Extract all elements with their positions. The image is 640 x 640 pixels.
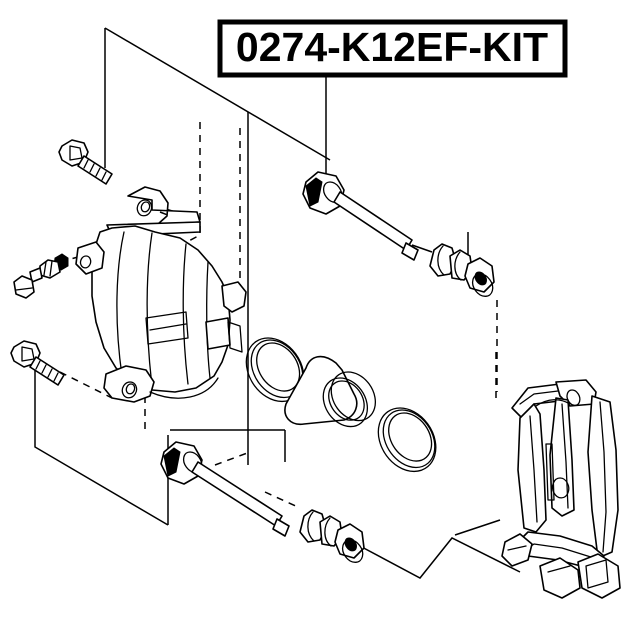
caliper-mounting-bolt-upper: [58, 139, 113, 185]
caliper-side-block-tab: [227, 321, 243, 353]
caliper-recess-pocket: [145, 311, 189, 345]
caliper-lower-ear-hole-inner: [125, 383, 136, 395]
caliper-recess-pocket-inner: [149, 323, 187, 331]
bracket-bottom-left-foot: [501, 533, 533, 567]
boot-lower-fold-1: [307, 511, 315, 542]
guide-pin-bellows-boot-lower: [299, 509, 365, 563]
caliper-bottom-skirt: [149, 377, 219, 399]
bracket-upper-inner-detail: [535, 399, 571, 407]
caliper-rib-1: [116, 231, 125, 377]
bracket-top-rail-edge: [519, 389, 567, 405]
bracket-bottom-left-foot-line: [507, 545, 527, 551]
bleeder-screw-assembly: [13, 253, 69, 299]
piston-dust-boot-mid: [250, 339, 304, 399]
caliper-housing-main: [91, 225, 231, 393]
leader-lower-left-frame: [34, 355, 169, 526]
boot-upper-fold-2: [454, 251, 462, 281]
leader-v-bottom-right: [357, 537, 521, 579]
bracket-left-arm-edge: [529, 415, 538, 523]
upper-bolt-thread-2: [89, 163, 95, 173]
bracket-left-arm: [517, 403, 547, 533]
piston-seal-ring-outer-inner: [388, 412, 433, 462]
bleeder-screw-ring-2: [49, 260, 53, 277]
guide-pin-upper-head-shadow: [305, 177, 323, 207]
caliper-upper-mounting-ear: [127, 186, 201, 225]
bracket-top-abutment-hole: [566, 389, 581, 407]
bleeder-screw-tip: [29, 267, 43, 283]
leader-pin-upper-to-boot: [411, 244, 433, 253]
upper-bolt-thread-3: [95, 167, 101, 177]
part-number-label: 0274-K12EF-KIT: [217, 19, 568, 78]
caliper-rib-3: [182, 243, 189, 385]
boot-lower-fold-2: [324, 517, 332, 547]
bracket-bottom-center-boss-edge: [547, 565, 571, 573]
boot-upper-end-hole: [474, 271, 487, 286]
guide-pin-lower-tip: [272, 518, 290, 537]
piston-open-end-ellipse: [322, 377, 369, 428]
boot-lower-end-ring: [342, 539, 364, 563]
caliper-side-block: [205, 317, 231, 350]
bleeder-dust-cap-rim: [15, 287, 33, 291]
leader-diagonal-top-span: [104, 27, 331, 161]
caliper-guide-pin-upper: [302, 171, 419, 261]
caliper-bleeder-boss-hole: [79, 255, 92, 269]
leader-pin-lower-to-boot: [264, 491, 301, 509]
guide-pin-lower-head-shadow: [163, 447, 181, 477]
leader-guidepin-lower-angled: [214, 451, 251, 466]
lower-bolt-thread-4: [53, 372, 59, 382]
piston-seal-ring-outer-mid: [382, 409, 436, 469]
upper-bolt-shank: [77, 155, 113, 185]
caliper-guide-pin-lower: [160, 441, 290, 537]
bleeder-dust-cap: [13, 275, 35, 299]
caliper-piston-body: [284, 355, 358, 426]
lower-bolt-thread-1: [35, 360, 41, 370]
boot-upper-end-ring: [472, 273, 494, 297]
caliper-mounting-bracket: [501, 379, 621, 599]
bracket-bottom-right-foot: [577, 553, 621, 599]
boot-lower-end-hole: [344, 537, 357, 552]
bracket-tie-bar: [545, 443, 555, 501]
lower-bolt-thread-2: [41, 364, 47, 374]
bracket-bottom-center-boss: [539, 557, 581, 599]
boot-upper-fold-1: [437, 245, 445, 276]
caliper-mounting-bolt-lower: [10, 340, 65, 386]
upper-bolt-thread-1: [83, 159, 89, 169]
caliper-rib-2: [146, 232, 153, 387]
caliper-lower-ear-hole: [121, 381, 138, 399]
caliper-body: [75, 186, 247, 403]
piston-edge-line: [330, 371, 377, 422]
bleeder-screw-ring-1: [43, 261, 47, 276]
piston-and-seals-group: [245, 337, 437, 473]
piston-seal-ring-outer: [377, 407, 437, 473]
leader-bolt-lower-angled: [59, 371, 113, 399]
guide-pin-bellows-boot-upper: [429, 243, 495, 297]
caliper-upper-ear-hole: [136, 199, 153, 217]
caliper-inlet-boss: [221, 281, 247, 313]
piston-dust-boot-inner: [256, 342, 301, 392]
label-box-border: [217, 19, 568, 78]
upper-bolt-thread-4: [101, 171, 107, 181]
caliper-rib-4: [206, 261, 211, 379]
leader-bracket-left: [454, 519, 501, 536]
bracket-right-wall-edge: [599, 401, 607, 553]
bracket-right-wall: [587, 395, 619, 559]
lower-bolt-thread-3: [47, 368, 53, 378]
piston-dust-boot-outer: [245, 337, 305, 403]
caliper-upper-ear-hole-inner: [140, 201, 151, 213]
bracket-bottom-right-foot-slot: [585, 559, 609, 589]
part-number-text: 0274-K12EF-KIT: [236, 24, 548, 70]
bracket-center-web-edge: [561, 403, 569, 509]
guide-pin-upper-tip: [401, 242, 419, 261]
guide-pin-upper-shank: [333, 191, 413, 251]
